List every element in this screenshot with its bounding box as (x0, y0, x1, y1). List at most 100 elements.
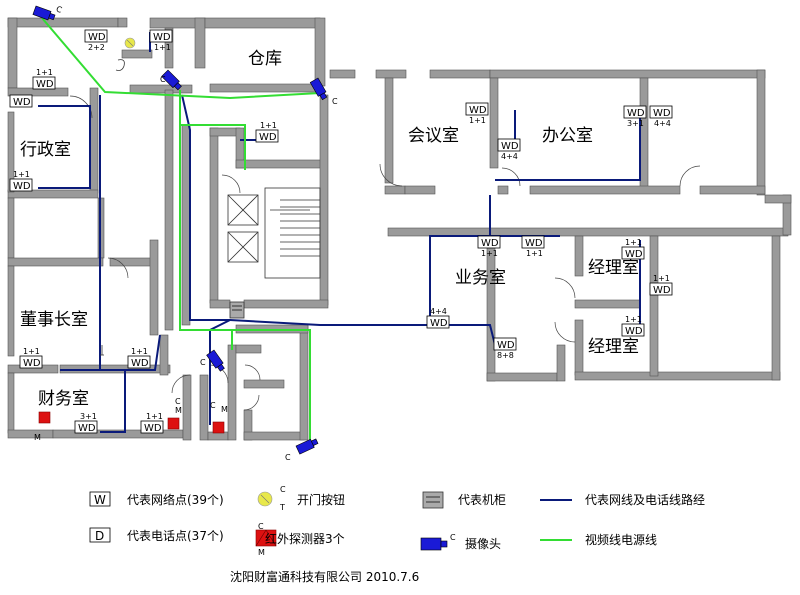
outlet-label: WD (627, 108, 645, 119)
detector-mark-c: C (175, 397, 181, 406)
detector-icon (38, 411, 51, 424)
outlet-label: WD (469, 105, 487, 116)
camera-icon (161, 69, 182, 91)
outlet-count: 4+4 (501, 152, 518, 161)
outlet-count: 1+1 (23, 347, 40, 356)
door-button-icon (124, 37, 136, 49)
room-manager-1: 经理室 (588, 258, 639, 278)
room-meeting: 会议室 (408, 126, 459, 146)
outlet: 1+1WD (127, 347, 151, 369)
outlet-count: 1+1 (154, 43, 171, 52)
outlet: WD1+1 (521, 235, 545, 258)
legend-network-line: 代表网线及电话线路经 (540, 492, 705, 507)
outlet: 1+1WD (140, 412, 164, 434)
legend-button-mark-c: C (280, 485, 286, 494)
camera-mark: C (160, 75, 166, 84)
detector-mark-c: C (210, 401, 216, 410)
detector-mark-m: M (34, 433, 41, 442)
room-business: 业务室 (455, 268, 506, 288)
outlet: 4+4WD (426, 307, 450, 329)
legend-detector-mark-c: C (258, 522, 264, 531)
legend-network-point: W 代表网络点(39个) (89, 491, 224, 507)
outlet-count: 1+1 (260, 121, 277, 130)
outlet-label: WD (153, 32, 171, 43)
outlet-count: 1+1 (146, 412, 163, 421)
legend-detector-text: 红外探测器3个 (265, 531, 345, 546)
outlet-count: 1+1 (653, 274, 670, 283)
legend-video-line: 视频线电源线 (540, 532, 657, 547)
outlet: 1+1WD (9, 170, 33, 192)
outlet-label: WD (36, 79, 54, 90)
outlet-count: 1+1 (625, 238, 642, 247)
misc-marks (100, 59, 125, 356)
outlet-label: WD (497, 340, 515, 351)
outlet-label: WD (430, 318, 448, 329)
outlet: WD3+1 (623, 105, 647, 128)
outlet: 1+1WD (621, 315, 645, 337)
outlet-count: 3+1 (627, 119, 644, 128)
outlet: WD (9, 94, 33, 108)
camera-icon (295, 438, 319, 455)
outlet-count: 1+1 (131, 347, 148, 356)
cabinet-icon (229, 301, 245, 319)
outlet: WD4+4 (497, 138, 521, 161)
room-manager-2: 经理室 (588, 337, 639, 357)
footer-company-date: 沈阳财富通科技有限公司 2010.7.6 (230, 570, 420, 584)
outlet-label: WD (131, 358, 149, 369)
legend-w-symbol: W (94, 493, 106, 507)
outlet-label: WD (13, 97, 31, 108)
room-finance: 财务室 (38, 389, 89, 409)
legend-door-button: C T 开门按钮 (257, 485, 345, 512)
legend-detector: C M 红外探测器3个 (255, 522, 345, 557)
outlet-label: WD (13, 181, 31, 192)
legend-video-line-text: 视频线电源线 (585, 532, 657, 547)
legend-w-text: 代表网络点(39个) (127, 492, 224, 507)
outlet: 3+1WD (74, 412, 98, 434)
legend-detector-mark-m: M (258, 548, 265, 557)
camera-mark: C (285, 453, 291, 462)
camera-icon (309, 77, 328, 101)
outlet: WD1+1 (149, 29, 173, 52)
outlet-count: 1+1 (469, 116, 486, 125)
detectors: C M C M M (34, 397, 228, 442)
outlet: WD1+1 (477, 235, 501, 258)
doors (69, 95, 701, 411)
detector-icon (212, 421, 225, 434)
legend-phone-point: D 代表电话点(37个) (89, 527, 224, 543)
room-warehouse: 仓库 (248, 49, 282, 69)
outlet-label: WD (501, 141, 519, 152)
room-labels: 仓库 会议室 办公室 行政室 业务室 经理室 经理室 董事长室 财务室 (20, 49, 639, 409)
outlet-label: WD (653, 108, 671, 119)
outlet-count: 1+1 (625, 315, 642, 324)
room-chairman: 董事长室 (20, 310, 88, 330)
legend-button-mark-t: T (279, 503, 285, 512)
outlet: 1+1WD (32, 68, 56, 90)
room-office: 办公室 (542, 126, 593, 146)
outlet: WD4+4 (649, 105, 673, 128)
outlet-label: WD (78, 423, 96, 434)
camera-mark: C (200, 358, 206, 367)
outlet-label: WD (625, 326, 643, 337)
legend-cabinet: 代表机柜 (422, 491, 506, 509)
outlet-label: WD (88, 32, 106, 43)
outlet: 1+1WD (649, 274, 673, 296)
legend-camera-text: 摄像头 (465, 536, 501, 551)
legend-button-text: 开门按钮 (297, 492, 345, 507)
outlet-label: WD (625, 249, 643, 260)
outlet-count: 4+4 (430, 307, 447, 316)
outlet-count: 4+4 (654, 119, 671, 128)
outlet-count: 2+2 (88, 43, 105, 52)
detector-icon (167, 417, 180, 430)
elevator-stairs (227, 187, 321, 279)
detector-mark-m: M (221, 405, 228, 414)
legend-camera-mark: C (450, 533, 456, 542)
outlet: WD1+1 (465, 102, 489, 125)
camera-mark: C (332, 97, 338, 106)
cameras: C C C C C (32, 4, 338, 462)
video-route (41, 17, 321, 440)
camera-icon: C (32, 4, 64, 21)
legend-network-line-text: 代表网线及电话线路经 (585, 492, 705, 507)
outlet: 1+1WD (19, 347, 43, 369)
outlet-count: 8+8 (497, 351, 514, 360)
outlet-count: 1+1 (13, 170, 30, 179)
